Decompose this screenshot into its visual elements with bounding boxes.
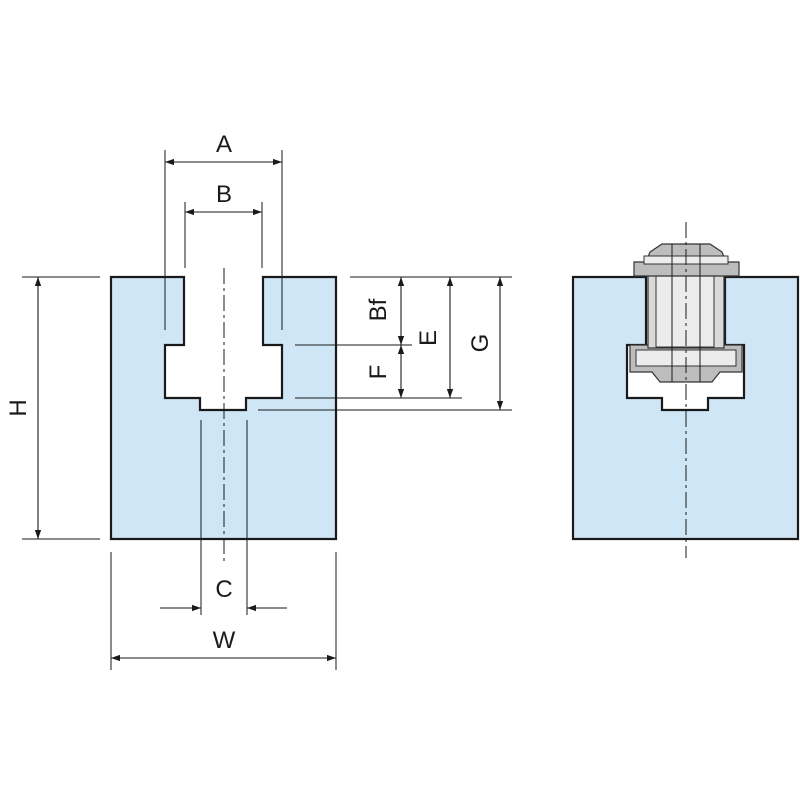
dimension-f: F — [365, 345, 405, 398]
dimension-g: G — [467, 277, 504, 410]
bolt-shank-highlight — [655, 274, 715, 348]
dimension-c: C — [160, 576, 287, 612]
label-f: F — [365, 365, 392, 380]
slot-block-body — [109, 275, 338, 541]
label-w: W — [213, 627, 236, 654]
dimension-bf: Bf — [365, 277, 405, 345]
dimension-h: H — [5, 276, 100, 540]
label-h: H — [5, 399, 32, 416]
label-c: C — [215, 576, 232, 603]
dimension-b: B — [184, 181, 263, 268]
label-b: B — [216, 181, 232, 208]
label-bf: Bf — [365, 298, 392, 321]
label-e: E — [415, 330, 442, 346]
left-slot-block — [109, 275, 338, 541]
label-a: A — [216, 131, 232, 158]
dimension-w: W — [110, 552, 337, 670]
label-g: G — [467, 334, 494, 353]
dimension-e: E — [415, 277, 454, 398]
dimension-a: A — [164, 131, 283, 330]
